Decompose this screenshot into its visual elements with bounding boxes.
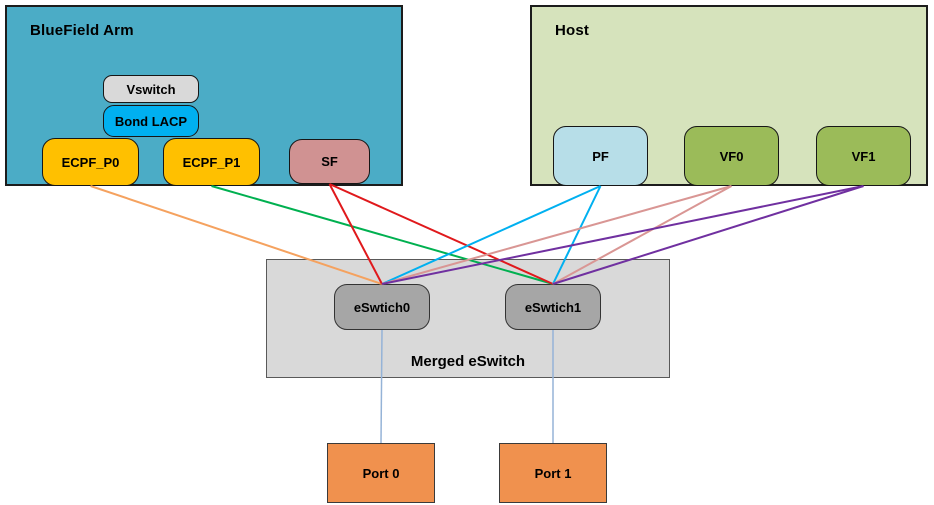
bluefield-arm-title: BlueField Arm xyxy=(30,22,134,39)
eswitch0-label: eSwtich0 xyxy=(353,299,411,315)
vf1-label: VF1 xyxy=(851,148,876,164)
bond-lacp-label: Bond LACP xyxy=(114,113,188,129)
port1-node: Port 1 xyxy=(499,443,607,503)
sf-label: SF xyxy=(321,154,338,169)
port0-node: Port 0 xyxy=(327,443,435,503)
ecpf-p1-label: ECPF_P1 xyxy=(182,154,241,170)
ecpf-p1-node: ECPF_P1 xyxy=(163,138,260,186)
pf-node: PF xyxy=(553,126,648,186)
port1-label: Port 1 xyxy=(534,465,572,481)
eswitch0-node: eSwtich0 xyxy=(334,284,430,330)
ecpf-p0-node: ECPF_P0 xyxy=(42,138,139,186)
vswitch-node: Vswitch xyxy=(103,75,199,103)
eswitch1-label: eSwtich1 xyxy=(524,299,582,315)
port0-label: Port 0 xyxy=(362,465,400,481)
ecpf-p0-label: ECPF_P0 xyxy=(61,154,120,170)
vf1-node: VF1 xyxy=(816,126,911,186)
vswitch-label: Vswitch xyxy=(126,81,176,97)
pf-label: PF xyxy=(592,148,609,164)
merged-eswitch-label: Merged eSwitch xyxy=(410,353,526,370)
vf0-label: VF0 xyxy=(719,148,744,164)
bond-lacp-node: Bond LACP xyxy=(103,105,199,137)
sf-node: SF xyxy=(289,139,370,184)
merged-eswitch-group-box: Merged eSwitch xyxy=(266,259,670,378)
host-title: Host xyxy=(555,22,590,39)
eswitch1-node: eSwtich1 xyxy=(505,284,601,330)
vf0-node: VF0 xyxy=(684,126,779,186)
